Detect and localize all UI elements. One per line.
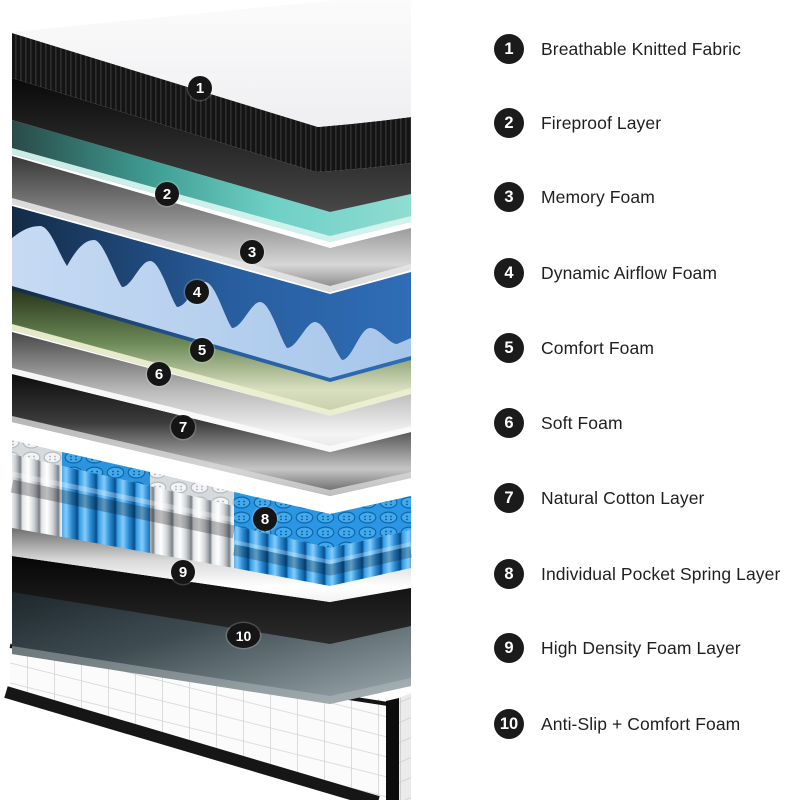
- legend-number-badge: 9: [494, 633, 524, 663]
- layer-3-memory-foam: [12, 156, 411, 292]
- legend-item-2: 2 Fireproof Layer: [494, 108, 661, 138]
- legend-number-badge: 10: [494, 709, 524, 739]
- layer-1-knitted-fabric: [12, 0, 411, 172]
- layer-10-anti-slip-foam: [12, 592, 411, 704]
- legend-item-label: Individual Pocket Spring Layer: [541, 563, 781, 584]
- badge-5: 5: [190, 338, 214, 362]
- airflow-wave-surface: [12, 226, 411, 378]
- legend-item-label: Comfort Foam: [541, 337, 655, 358]
- legend-item-label: Breathable Knitted Fabric: [541, 38, 741, 59]
- legend-item-4: 4 Dynamic Airflow Foam: [494, 258, 717, 288]
- legend-number-badge: 8: [494, 559, 524, 589]
- legend-item-label: Dynamic Airflow Foam: [541, 262, 718, 283]
- mattress-diagram: 1 2 3 4 5 6 7 8 9 10: [4, 0, 413, 800]
- legend-item-8: 8 Individual Pocket Spring Layer: [494, 559, 780, 589]
- legend-item-label: Soft Foam: [541, 412, 623, 433]
- knit-border-side: [12, 33, 411, 172]
- badge-6: 6: [147, 362, 171, 386]
- legend-number-badge: 7: [494, 483, 524, 513]
- legend-item-7: 7 Natural Cotton Layer: [494, 483, 704, 513]
- legend-number-badge: 5: [494, 333, 524, 363]
- legend-item-label: Anti-Slip + Comfort Foam: [541, 713, 741, 734]
- layer-2-fireproof: [12, 120, 411, 242]
- mattress-top-surface: [12, 0, 411, 127]
- legend-item-5: 5 Comfort Foam: [494, 333, 654, 363]
- base-bottom-binding: [4, 686, 380, 800]
- layer-8-pocket-springs: [10, 440, 413, 586]
- layer-7-natural-cotton: [12, 374, 411, 496]
- base-front-grid: [10, 640, 388, 800]
- badge-4: 4: [185, 280, 209, 304]
- badge-3: 3: [240, 240, 264, 264]
- badge-8: 8: [253, 507, 277, 531]
- badge-2: 2: [155, 182, 179, 206]
- legend-item-6: 6 Soft Foam: [494, 408, 623, 438]
- legend-number-badge: 2: [494, 108, 524, 138]
- legend-item-label: Memory Foam: [541, 186, 655, 207]
- badge-7: 7: [171, 415, 195, 439]
- legend-item-3: 3 Memory Foam: [494, 182, 655, 212]
- mattress-layers-art: [4, 0, 413, 800]
- legend-number-badge: 6: [494, 408, 524, 438]
- badge-1: 1: [188, 76, 212, 100]
- layer-4-airflow-foam: [12, 206, 411, 382]
- base-side-grid: [399, 693, 411, 800]
- legend-number-badge: 1: [494, 34, 524, 64]
- legend-item-9: 9 High Density Foam Layer: [494, 633, 741, 663]
- badge-10: 10: [227, 623, 260, 648]
- legend-item-1: 1 Breathable Knitted Fabric: [494, 34, 741, 64]
- legend-item-label: Natural Cotton Layer: [541, 487, 705, 508]
- legend-number-badge: 3: [494, 182, 524, 212]
- badge-9: 9: [171, 560, 195, 584]
- base-corner-stripe: [386, 698, 399, 800]
- top-block-shadow: [12, 78, 411, 212]
- legend-number-badge: 4: [494, 258, 524, 288]
- layer-6-soft-foam: [12, 332, 411, 452]
- legend-item-label: High Density Foam Layer: [541, 637, 741, 658]
- legend-item-label: Fireproof Layer: [541, 112, 662, 133]
- legend-item-10: 10 Anti-Slip + Comfort Foam: [494, 709, 740, 739]
- layer-9-shadow: [12, 556, 411, 652]
